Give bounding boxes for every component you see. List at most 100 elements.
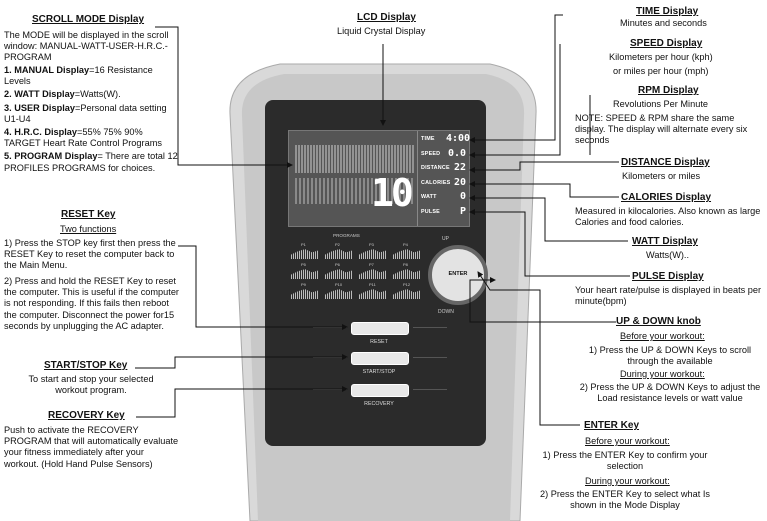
updown-during-heading: During your workout: xyxy=(620,369,705,379)
scroll-mode-item: 1. MANUAL Display=16 Resistance Levels xyxy=(4,65,180,87)
scroll-mode-item-text: = There are total 12 PROFILES PROGRAMS f… xyxy=(4,151,178,173)
scroll-mode-item-label: 4. H.R.C. Display xyxy=(4,127,78,138)
knob-enter-label: ENTER xyxy=(448,271,468,277)
program-id-label: P6 xyxy=(335,262,340,267)
start-stop-button[interactable] xyxy=(351,352,409,365)
lcd-screen: 10 xyxy=(288,130,470,227)
calories-text: Measured in kilocalories. Also known as … xyxy=(575,206,761,228)
scroll-mode-item: 3. USER Display=Personal data setting U1… xyxy=(4,103,180,125)
recovery-button-label: RECOVERY xyxy=(364,401,394,407)
enter-before-heading: Before your workout: xyxy=(585,436,670,446)
program-id-label: P4 xyxy=(403,242,408,247)
program-id-label: P2 xyxy=(335,242,340,247)
program-profile-graphic[interactable] xyxy=(393,289,421,299)
lcd-value-pulse: P xyxy=(459,205,466,217)
program-id-label: P12 xyxy=(403,282,411,287)
lcd-label-pulse: PULSE xyxy=(421,208,440,215)
updown-during-text: 2) Press the UP & DOWN Keys to adjust th… xyxy=(579,382,761,404)
lcd-label-watt: WATT xyxy=(421,194,437,200)
scroll-mode-item-label: 3. USER Display xyxy=(4,102,75,113)
reset-button[interactable] xyxy=(351,322,409,335)
lcd-label-speed: SPEED xyxy=(421,150,441,157)
distance-title: DISTANCE Display xyxy=(621,157,710,168)
reset-button-label: RESET xyxy=(370,339,388,345)
program-profile-graphic[interactable] xyxy=(393,269,421,279)
lcd-text: Liquid Crystal Display xyxy=(337,26,426,36)
watt-text: Watts(W).. xyxy=(646,250,690,260)
reset-key-title: RESET Key xyxy=(61,209,116,220)
program-profile-graphic[interactable] xyxy=(291,289,319,299)
scroll-mode-item: 4. H.R.C. Display=55% 75% 90% TARGET Hea… xyxy=(4,127,180,149)
scroll-mode-items: 1. MANUAL Display=16 Resistance Levels 2.… xyxy=(4,65,180,176)
recovery-button[interactable] xyxy=(351,384,409,397)
start-stop-title: START/STOP Key xyxy=(44,360,128,371)
lcd-value-speed: 0.0 xyxy=(447,147,466,159)
pulse-title: PULSE Display xyxy=(632,271,704,282)
scroll-mode-item-label: 5. PROGRAM Display xyxy=(4,151,98,162)
lcd-value-calories: 20 xyxy=(453,176,466,188)
knob-down-label: DOWN xyxy=(438,309,454,315)
program-profile-graphic[interactable] xyxy=(359,269,387,279)
scroll-mode-item-label: 2. WATT Display xyxy=(4,89,75,100)
recovery-title: RECOVERY Key xyxy=(48,410,125,421)
enter-title: ENTER Key xyxy=(584,420,640,431)
program-profile-graphic[interactable] xyxy=(325,269,353,279)
program-profile-graphic[interactable] xyxy=(291,249,319,259)
scroll-mode-item-text: =Personal data setting U1-U4 xyxy=(4,102,167,124)
program-id-label: P8 xyxy=(403,262,408,267)
start-stop-button-label: START/STOP xyxy=(362,369,396,375)
program-id-label: P5 xyxy=(301,262,306,267)
program-id-label: P3 xyxy=(369,242,374,247)
updown-before-heading: Before your workout: xyxy=(620,331,705,341)
program-profile-graphic[interactable] xyxy=(359,289,387,299)
enter-before-text: 1) Press the ENTER Key to confirm your s… xyxy=(542,450,708,472)
big-value-readout: 10 xyxy=(371,171,414,215)
scroll-mode-item-text: =55% 75% 90% TARGET Heart Rate Control P… xyxy=(4,127,162,149)
watt-title: WATT Display xyxy=(632,236,698,247)
program-profile-graphic[interactable] xyxy=(291,269,319,279)
rpm-note: NOTE: SPEED & RPM share the same display… xyxy=(575,113,748,146)
reset-key-p2: 2) Press and hold the RESET Key to reset… xyxy=(4,276,179,331)
lcd-label-time: TIME xyxy=(421,136,435,142)
start-stop-text: To start and stop your selected workout … xyxy=(28,374,154,396)
scroll-mode-intro: The MODE will be displayed in the scroll… xyxy=(4,30,169,63)
start-slot-right xyxy=(413,357,447,358)
scroll-mode-item-text: =16 Resistance Levels xyxy=(4,65,153,87)
updown-before-text: 1) Press the UP & DOWN Keys to scroll th… xyxy=(588,345,752,367)
programs-label: PROGRAMS xyxy=(333,233,360,238)
lcd-value-distance: 22 xyxy=(453,162,466,173)
lcd-value-time: 4:00 xyxy=(446,133,471,144)
speed-line2: or miles per hour (mph) xyxy=(613,66,709,76)
program-id-label: P7 xyxy=(369,262,374,267)
lcd-label-distance: DISTANCE xyxy=(421,165,450,171)
lcd-title: LCD Display xyxy=(357,12,416,23)
lcd-label-calories: CALORIES xyxy=(421,179,451,186)
scroll-mode-item-label: 1. MANUAL Display xyxy=(4,65,90,75)
speed-title: SPEED Display xyxy=(630,38,703,49)
program-profile-graphic[interactable] xyxy=(359,249,387,259)
program-id-label: P10 xyxy=(335,282,343,287)
enter-during-text: 2) Press the ENTER Key to select what Is… xyxy=(539,489,711,511)
calories-title: CALORIES Display xyxy=(621,192,712,203)
time-title: TIME Display xyxy=(636,6,699,17)
knob-up-label: UP xyxy=(442,236,449,242)
reset-key-p1: 1) Press the STOP key first then press t… xyxy=(4,238,176,271)
rpm-title: RPM Display xyxy=(638,85,699,96)
enter-during-heading: During your workout: xyxy=(585,476,670,486)
lcd-value-watt: 0 xyxy=(459,191,466,202)
program-id-label: P1 xyxy=(301,242,306,247)
program-profile-graphic[interactable] xyxy=(393,249,421,259)
program-id-label: P9 xyxy=(301,282,306,287)
recovery-slot-right xyxy=(413,389,447,390)
program-profile-graphic[interactable] xyxy=(325,289,353,299)
program-profile-graphic[interactable] xyxy=(325,249,353,259)
pulse-text: Your heart rate/pulse is displayed in be… xyxy=(575,285,762,307)
distance-text: Kilometers or miles xyxy=(622,171,701,181)
scroll-window xyxy=(295,145,415,173)
recovery-text: Push to activate the RECOVERY PROGRAM th… xyxy=(4,425,179,469)
scroll-mode-item: 5. PROGRAM Display= There are total 12 P… xyxy=(4,151,180,173)
scroll-mode-item: 2. WATT Display=Watts(W). xyxy=(4,89,180,100)
reset-slot-right xyxy=(413,327,447,328)
rpm-line1: Revolutions Per Minute xyxy=(613,99,708,109)
